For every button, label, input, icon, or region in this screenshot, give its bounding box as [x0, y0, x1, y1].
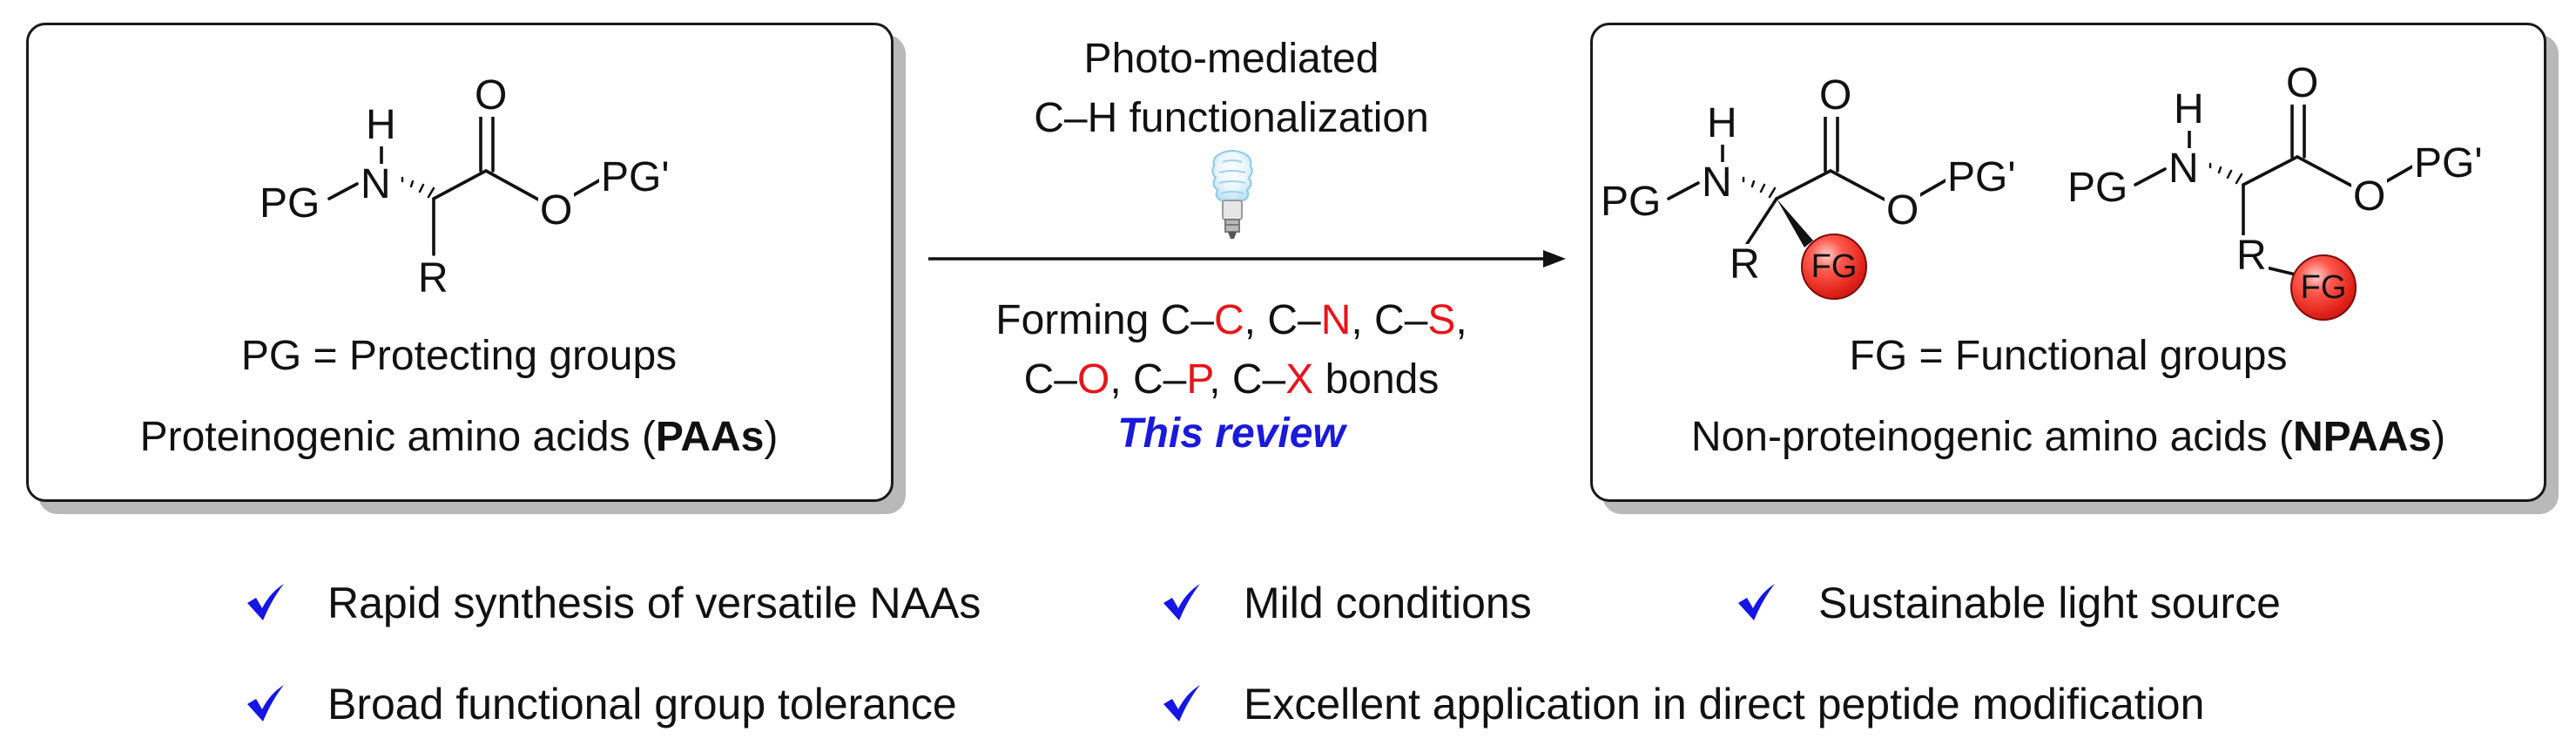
checkmark-icon [1162, 683, 1202, 723]
this-review-label: This review [1117, 410, 1345, 457]
right-mol2-r-group: R [2235, 233, 2269, 279]
checkmark-icon [1162, 582, 1202, 622]
left-r-group: R [416, 255, 450, 301]
checkmark-icon [1736, 582, 1777, 622]
feature-mild-conditions: Mild conditions [1244, 579, 1532, 627]
left-h-atom: H [364, 102, 398, 148]
right-mol1-h-atom: H [1705, 100, 1739, 146]
right-mol2-h-atom: H [2172, 86, 2206, 132]
right-mol2-hashed-wedge [2208, 162, 2243, 185]
right-mol1-pg-prime-label: PG' [1945, 154, 2018, 200]
left-hashed-wedge [401, 176, 435, 199]
right-mol1-fg-sphere [1801, 234, 1867, 300]
light-bulb-icon [1211, 150, 1253, 239]
left-n-atom: N [359, 161, 393, 207]
right-mol1-ester-o-atom: O [1885, 187, 1921, 234]
right-mol2-pg-label: PG [2066, 165, 2130, 211]
checkmark-icon [246, 582, 286, 622]
bonds-line-1: Forming C–C, C–N, C–S, [995, 297, 1467, 343]
center-title-line2: C–H functionalization [1034, 95, 1429, 141]
reaction-arrow [928, 250, 1566, 268]
left-carbonyl-o-atom: O [473, 72, 509, 119]
right-mol2-fg-label: FG [2300, 269, 2347, 306]
feature-broad-tolerance: Broad functional group tolerance [327, 680, 957, 728]
left-definition: PG = Protecting groups [240, 333, 678, 379]
feature-sustainable-light: Sustainable light source [1818, 579, 2281, 627]
left-ester-o-atom: O [538, 187, 575, 234]
feature-rapid-synthesis: Rapid synthesis of versatile NAAs [327, 579, 981, 627]
left-caption: Proteinogenic amino acids (PAAs) [139, 414, 779, 460]
right-mol2-carbonyl-o-atom: O [2284, 60, 2321, 106]
right-mol2-n-atom: N [2167, 146, 2201, 192]
left-panel-proteinogenic [26, 23, 894, 502]
right-mol1-fg-label: FG [1811, 248, 1858, 285]
right-mol2-ester-o-atom: O [2351, 173, 2388, 220]
right-mol2-fg-sphere [2290, 254, 2357, 321]
right-mol1-carbonyl-o-atom: O [1817, 72, 1854, 119]
right-mol2-pg-prime-label: PG' [2412, 140, 2485, 186]
right-mol1-r-group: R [1728, 241, 1762, 288]
right-mol1-hashed-wedge [1742, 176, 1777, 199]
left-pg-label: PG [258, 180, 322, 227]
right-caption: Non-proteinogenic amino acids (NPAAs) [1690, 414, 2446, 460]
left-pg-prime-label: PG' [599, 154, 671, 200]
right-mol1-pg-label: PG [1599, 179, 1663, 225]
bonds-line-2: C–O, C–P, C–X bonds [1023, 356, 1440, 403]
checkmark-icon [246, 683, 286, 723]
feature-peptide-modification: Excellent application in direct peptide … [1244, 680, 2205, 728]
center-title-line1: Photo-mediated [1083, 36, 1379, 82]
right-definition: FG = Functional groups [1849, 333, 2288, 379]
right-mol1-n-atom: N [1700, 159, 1734, 206]
